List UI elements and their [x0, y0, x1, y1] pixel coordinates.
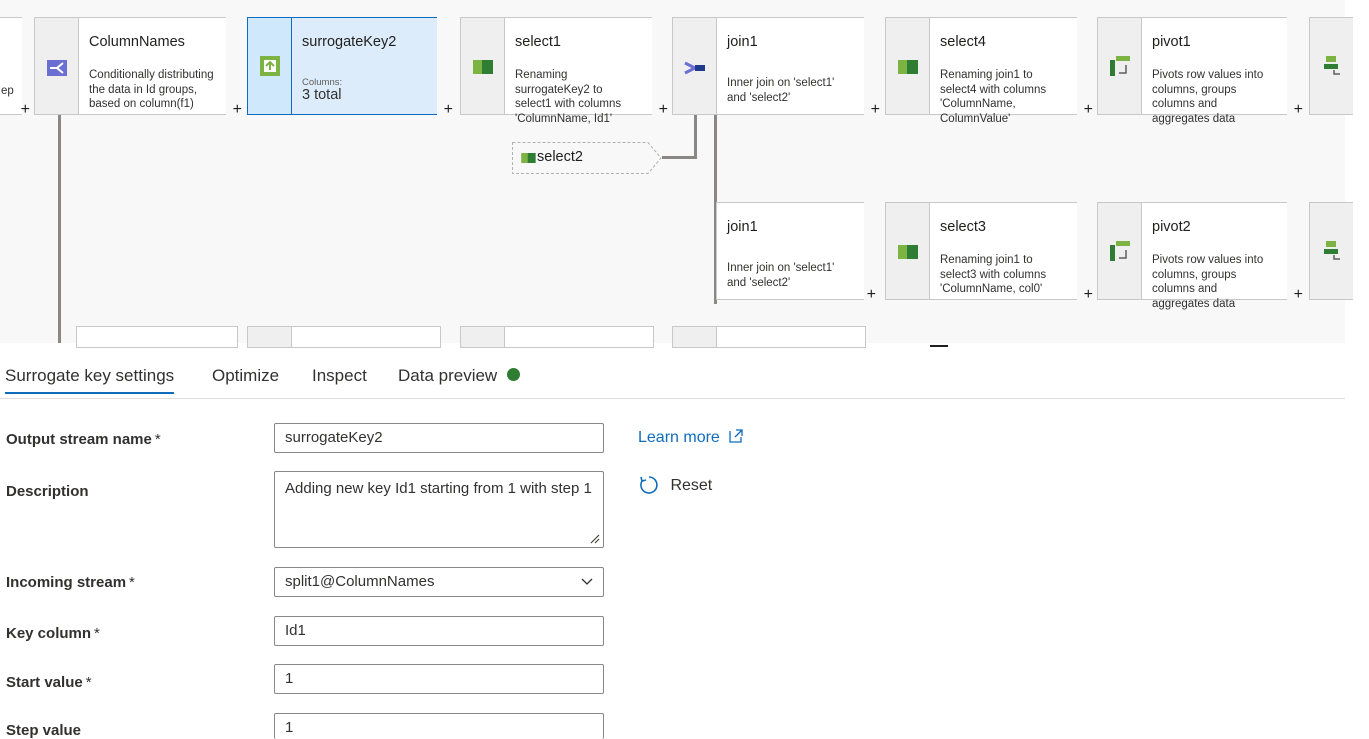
panel-resize-handle[interactable]: [930, 345, 948, 347]
tab-inspect[interactable]: Inspect: [312, 366, 367, 385]
node-partial-right-bottom[interactable]: [1309, 202, 1369, 300]
node-partial-row3-b[interactable]: [291, 326, 441, 348]
select-icon-box: [460, 17, 504, 115]
node-column-names[interactable]: ColumnNames Conditionally distributing t…: [34, 17, 242, 118]
settings-tabs: Surrogate key settings Optimize Inspect …: [0, 356, 1345, 399]
add-icon[interactable]: +: [1293, 286, 1303, 303]
derived-icon-box: [1309, 202, 1353, 300]
reset-button[interactable]: Reset: [638, 474, 712, 496]
derived-icon-box: [1309, 17, 1353, 115]
key-column-label: Key column*: [6, 625, 100, 642]
pivot-icon-box: [1097, 17, 1141, 115]
surrogate-key-icon: [260, 56, 280, 76]
node-partial-left[interactable]: ep +: [0, 17, 30, 118]
node-partial-row3-c[interactable]: [504, 326, 654, 348]
surrogate-key-icon-box: [247, 17, 291, 115]
node-partial-row3-c-icon[interactable]: [460, 326, 506, 348]
description-label: Description: [6, 483, 89, 500]
step-value-input[interactable]: 1: [274, 713, 604, 739]
status-dot-icon: [507, 368, 521, 382]
branch-connector: [58, 114, 61, 343]
description-textarea[interactable]: Adding new key Id1 starting from 1 with …: [274, 471, 604, 548]
split-icon: [47, 60, 67, 76]
start-value-input[interactable]: 1: [274, 664, 604, 694]
add-icon[interactable]: +: [1293, 101, 1303, 118]
output-stream-name-input[interactable]: surrogateKey2: [274, 423, 604, 453]
incoming-stream-select[interactable]: split1@ColumnNames: [274, 567, 604, 597]
add-icon[interactable]: +: [20, 101, 30, 118]
node-partial-row3-d[interactable]: [716, 326, 866, 348]
add-icon[interactable]: +: [1083, 286, 1093, 303]
select-icon-box: [885, 17, 929, 115]
node-select4[interactable]: select4 Renaming join1 to select4 with c…: [885, 17, 1093, 125]
node-pivot1[interactable]: pivot1 Pivots row values into columns, g…: [1097, 17, 1303, 125]
add-icon[interactable]: +: [870, 101, 880, 118]
select-icon: [898, 245, 918, 259]
node-surrogate-key2[interactable]: surrogateKey2 Columns: 3 total +: [247, 17, 453, 118]
node-partial-row3-b-icon[interactable]: [247, 326, 293, 348]
node-select3[interactable]: select3 Renaming join1 to select3 with c…: [885, 202, 1093, 303]
tab-surrogate-key-settings[interactable]: Surrogate key settings: [5, 366, 175, 394]
step-value-label: Step value: [6, 722, 82, 739]
select2-connector-h: [662, 156, 697, 159]
add-icon[interactable]: +: [658, 101, 668, 118]
output-stream-name-label: Output stream name*: [6, 431, 161, 448]
resize-grip-icon[interactable]: [590, 534, 600, 544]
reset-icon: [640, 476, 658, 494]
add-icon[interactable]: +: [1083, 101, 1093, 118]
node-partial-right-top[interactable]: [1309, 17, 1369, 115]
node-pivot2[interactable]: pivot2 Pivots row values into columns, g…: [1097, 202, 1303, 310]
select-icon: [473, 60, 493, 74]
learn-more-link[interactable]: Learn more: [638, 428, 744, 447]
external-link-icon: [729, 429, 743, 443]
tab-data-preview[interactable]: Data preview: [398, 366, 521, 386]
node-join1-top[interactable]: join1 Inner join on 'select1' and 'selec…: [672, 17, 880, 118]
select-icon: [898, 60, 918, 74]
select-icon-box: [885, 202, 929, 300]
select-icon: [521, 153, 536, 163]
tab-optimize[interactable]: Optimize: [212, 366, 280, 385]
chevron-down-icon: [581, 578, 593, 585]
dataflow-canvas[interactable]: ep + ColumnNames Conditionally distribut…: [0, 0, 1353, 348]
join-connector: [714, 114, 717, 304]
pivot-icon: [1110, 241, 1130, 261]
node-select1[interactable]: select1 Renaming surrogateKey2 to select…: [460, 17, 668, 125]
split-icon-box: [34, 17, 78, 115]
node-join1-bottom[interactable]: join1 Inner join on 'select1' and 'selec…: [716, 202, 876, 303]
key-column-input[interactable]: Id1: [274, 616, 604, 646]
add-icon[interactable]: +: [866, 286, 876, 303]
derived-column-icon: [1324, 241, 1340, 260]
pivot-icon-box: [1097, 202, 1141, 300]
add-icon[interactable]: +: [232, 101, 242, 118]
select2-outline: [512, 142, 662, 174]
node-select2[interactable]: select2: [512, 142, 662, 174]
pivot-icon: [1110, 56, 1130, 76]
node-partial-row3-a[interactable]: [76, 326, 238, 348]
start-value-label: Start value*: [6, 674, 92, 691]
incoming-stream-label: Incoming stream*: [6, 574, 135, 591]
node-partial-row3-d-icon[interactable]: [672, 326, 718, 348]
add-icon[interactable]: +: [443, 101, 453, 118]
join-icon: [684, 61, 705, 75]
derived-column-icon: [1324, 56, 1340, 75]
join-icon-box: [672, 17, 716, 115]
select2-connector: [694, 114, 697, 158]
